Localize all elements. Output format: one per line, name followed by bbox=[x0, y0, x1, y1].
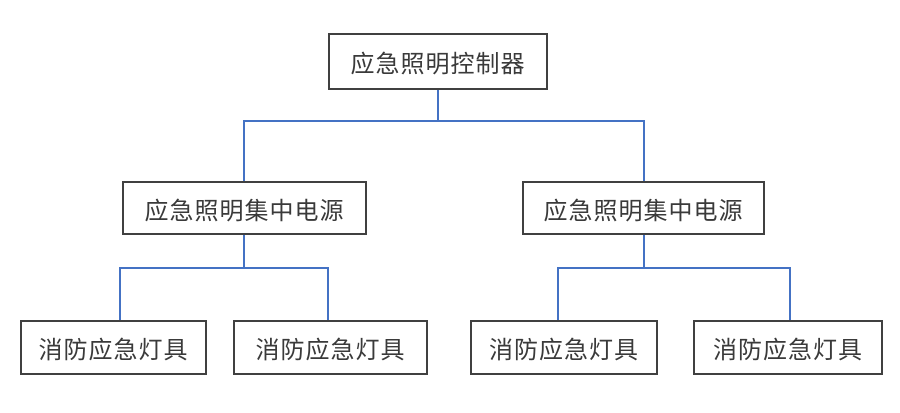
node-fire-emergency-lamp-2: 消防应急灯具 bbox=[233, 320, 428, 375]
connector-right-power-to-lamp3 bbox=[557, 235, 645, 320]
node-label: 消防应急灯具 bbox=[713, 337, 863, 364]
connector-left-power-to-lamp2 bbox=[243, 235, 329, 320]
connector-controller-to-left-power bbox=[243, 90, 439, 181]
connector-left-power-to-lamp1 bbox=[119, 235, 245, 320]
node-label: 应急照明集中电源 bbox=[144, 197, 345, 225]
node-label: 应急照明控制器 bbox=[350, 51, 526, 78]
node-fire-emergency-lamp-1: 消防应急灯具 bbox=[20, 320, 207, 375]
connector-controller-to-right-power bbox=[437, 90, 645, 181]
node-label: 消防应急灯具 bbox=[489, 337, 639, 364]
node-fire-emergency-lamp-3: 消防应急灯具 bbox=[470, 320, 658, 375]
node-emergency-lighting-controller: 应急照明控制器 bbox=[328, 33, 548, 90]
node-label: 消防应急灯具 bbox=[255, 337, 406, 364]
node-fire-emergency-lamp-4: 消防应急灯具 bbox=[693, 320, 883, 375]
node-centralized-power-supply-right: 应急照明集中电源 bbox=[522, 181, 765, 235]
node-label: 消防应急灯具 bbox=[38, 337, 189, 364]
node-centralized-power-supply-left: 应急照明集中电源 bbox=[122, 181, 367, 235]
connector-right-power-to-lamp4 bbox=[643, 235, 791, 320]
node-label: 应急照明集中电源 bbox=[543, 197, 744, 225]
